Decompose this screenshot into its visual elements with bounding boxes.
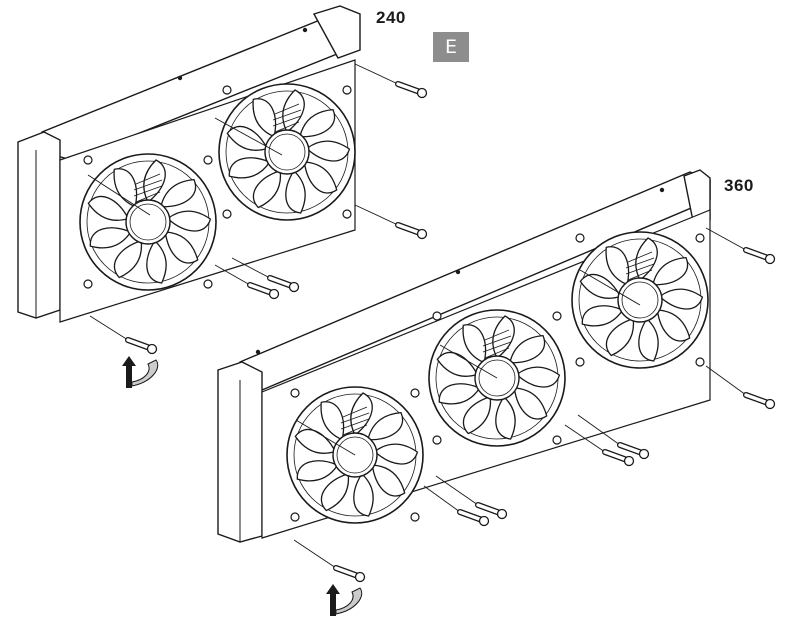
fan-240-left	[79, 153, 217, 291]
radiator-240-label: 240	[376, 8, 406, 27]
fan-360-right	[571, 231, 709, 369]
fan-240-right	[218, 83, 356, 221]
step-badge: E	[433, 32, 469, 62]
radiator-360-label: 360	[724, 176, 754, 195]
screws-360	[293, 227, 775, 582]
screws-240	[87, 63, 427, 354]
rotate-arrow-icon	[325, 583, 363, 617]
rotate-arrow-icon	[121, 355, 159, 389]
